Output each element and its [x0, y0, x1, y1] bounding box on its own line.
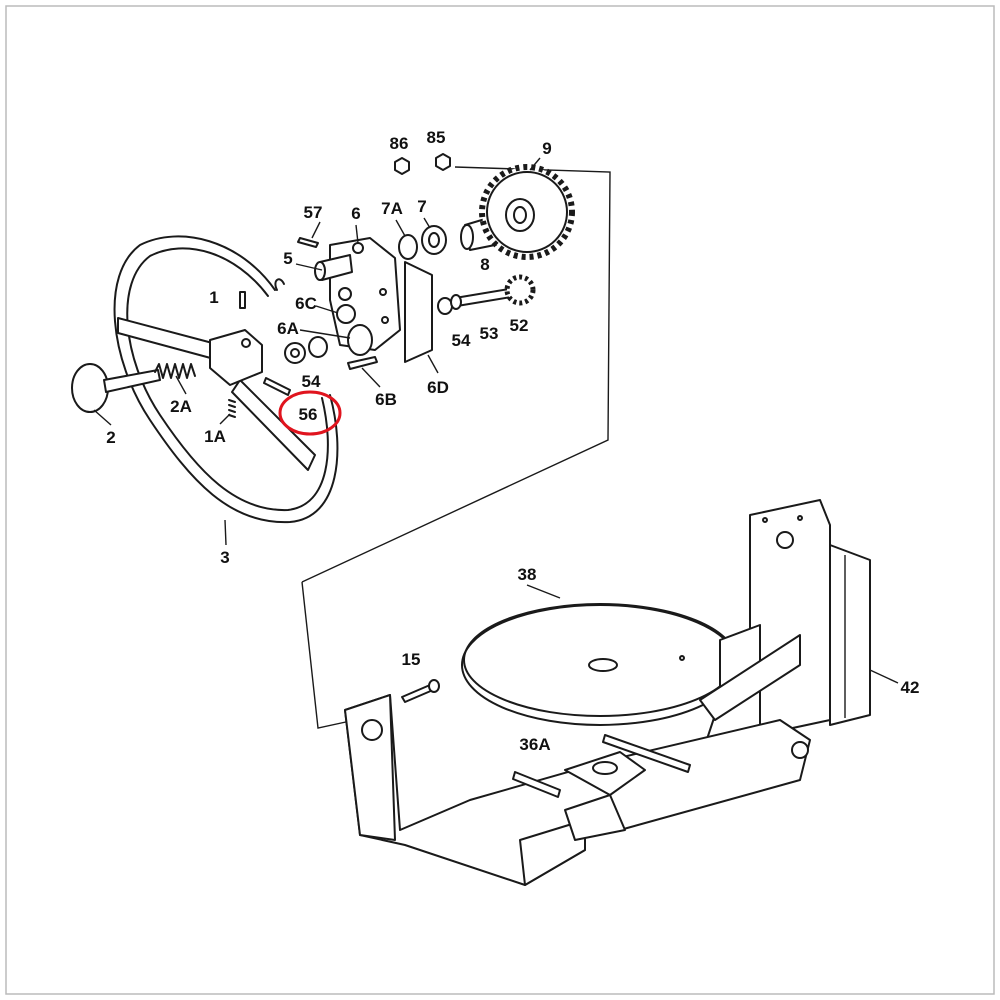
label-6B: 6B [375, 390, 397, 409]
bolt-part-6B [347, 356, 378, 370]
label-86: 86 [390, 134, 409, 153]
label-56: 56 [299, 405, 318, 424]
pin-part-1 [239, 291, 246, 309]
label-42: 42 [901, 678, 920, 697]
pin-part-56 [263, 377, 291, 396]
nut-part-86 [394, 157, 410, 175]
label-57: 57 [304, 203, 323, 222]
label-15: 15 [402, 650, 421, 669]
turntable-plate-part-38 [461, 584, 739, 726]
label-7A: 7A [381, 199, 403, 218]
plate-part-6D [404, 261, 433, 363]
pin-part-57 [297, 237, 319, 248]
label-52: 52 [510, 316, 529, 335]
label-3: 3 [220, 548, 229, 567]
label-1: 1 [209, 288, 218, 307]
label-9: 9 [542, 139, 551, 158]
spacer-part-53 [450, 294, 462, 310]
label-36A: 36A [519, 735, 550, 754]
frame-part-42 [344, 499, 899, 886]
hub-block [209, 329, 263, 386]
spring-part-2A [154, 363, 196, 379]
label-38: 38 [518, 565, 537, 584]
label-7: 7 [417, 197, 426, 216]
bushing-part-6C [336, 304, 356, 324]
collar-part-6A [347, 324, 373, 356]
gear-housing-part-6 [284, 237, 401, 370]
leader-lines [93, 157, 541, 546]
highlight-circle [278, 390, 342, 436]
gear-part-9 [479, 164, 575, 260]
label-2A: 2A [170, 397, 192, 416]
label-6D: 6D [427, 378, 449, 397]
label-54-right: 54 [452, 331, 471, 350]
label-6C: 6C [295, 294, 317, 313]
label-8: 8 [480, 255, 489, 274]
label-54-left: 54 [302, 372, 321, 391]
knob-part-2 [71, 363, 161, 413]
part-labels: 86 85 9 57 6 7A 7 5 8 1 6C 52 6A 53 54 5… [106, 128, 919, 754]
lower-frame-line [301, 581, 356, 729]
label-6A: 6A [277, 319, 299, 338]
label-53: 53 [480, 324, 499, 343]
page-border [5, 5, 995, 995]
nut-part-85 [435, 153, 451, 171]
label-5: 5 [283, 249, 292, 268]
set-screw-part-1A [228, 399, 236, 418]
washer-part-7A [398, 234, 418, 260]
label-2: 2 [106, 428, 115, 447]
label-6: 6 [351, 204, 360, 223]
label-1A: 1A [204, 427, 226, 446]
steering-wheel [113, 235, 339, 524]
label-85: 85 [427, 128, 446, 147]
washer-part-54-right [437, 297, 453, 315]
